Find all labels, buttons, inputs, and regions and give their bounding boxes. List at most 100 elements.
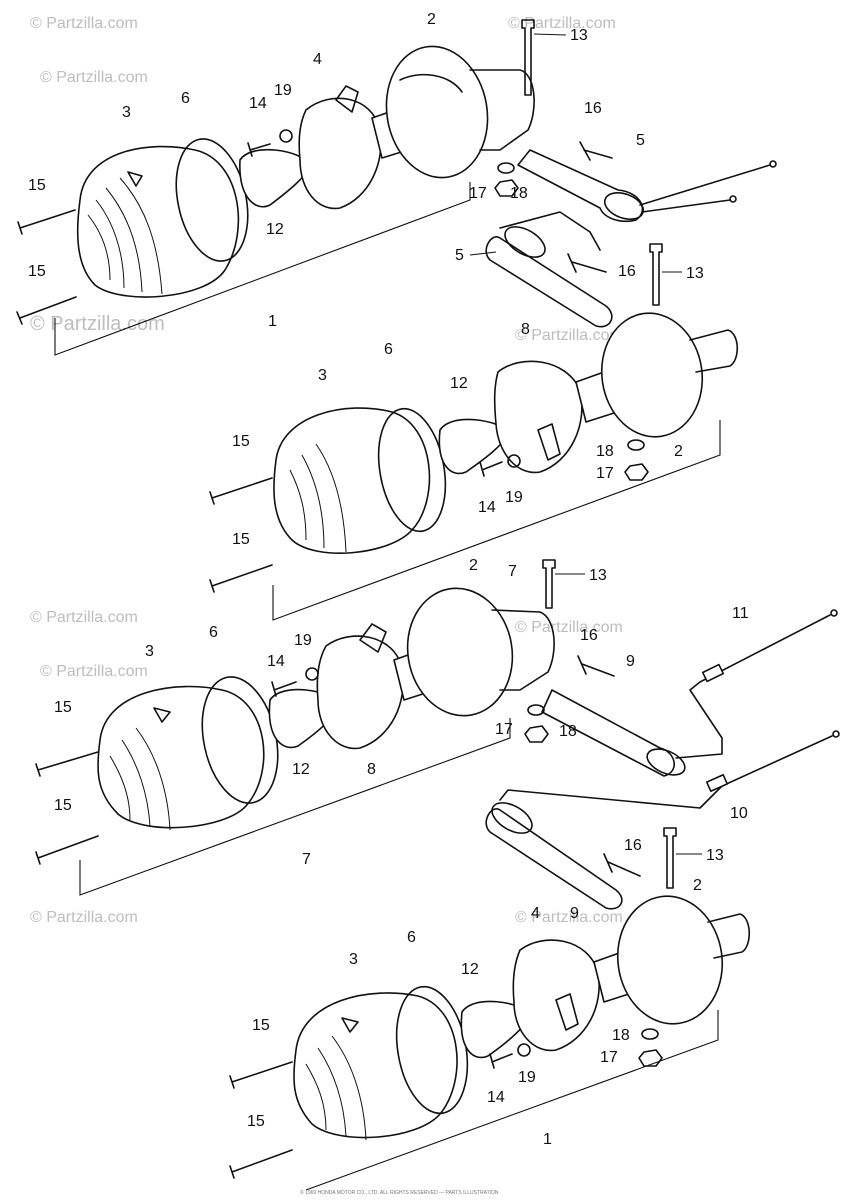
part-callout-2: 2 <box>469 557 478 574</box>
part-callout-5: 5 <box>455 247 464 264</box>
part-callout-17: 17 <box>469 185 487 202</box>
part-callout-14: 14 <box>478 499 496 516</box>
part-callout-19: 19 <box>518 1069 536 1086</box>
part-callout-17: 17 <box>600 1049 618 1066</box>
part-callout-13: 13 <box>589 567 607 584</box>
nut-part-17 <box>524 725 549 743</box>
watermark: © Partzilla.com <box>515 909 623 926</box>
lens-highlight <box>127 171 143 187</box>
housing-dark-interior <box>399 73 463 93</box>
winker-housing-part-2 <box>600 312 704 438</box>
pipe-end-ring <box>603 192 645 220</box>
plate-clip <box>537 423 561 461</box>
part-callout-7: 7 <box>508 563 517 580</box>
assembly-bracket-part-7 <box>79 718 511 896</box>
wire-part-11 <box>675 614 831 759</box>
screw-part-14 <box>271 681 297 697</box>
winker-lens-part-3 <box>273 407 431 554</box>
screw-part-14 <box>247 142 271 157</box>
screw-part-15 <box>209 477 273 505</box>
callouts-upper-right: 5 16 13 8 6 3 12 18 2 17 15 14 19 15 7 <box>232 247 704 580</box>
winker-lens-part-3 <box>97 685 265 829</box>
washer-part-18 <box>641 1028 659 1040</box>
washer-part-18 <box>627 439 645 451</box>
part-callout-19: 19 <box>294 632 312 649</box>
screw-part-15 <box>35 751 99 777</box>
nut-part-17 <box>638 1049 663 1067</box>
part-callout-3: 3 <box>122 104 131 121</box>
part-callout-17: 17 <box>495 721 513 738</box>
part-callout-2: 2 <box>693 877 702 894</box>
part-callout-14: 14 <box>249 95 267 112</box>
part-callout-1: 1 <box>268 313 277 330</box>
screw-part-16 <box>579 141 613 161</box>
watermark: © Partzilla.com <box>40 663 148 680</box>
washer-part-18 <box>497 162 515 174</box>
winker-wire <box>639 164 771 213</box>
winker-housing-part-2 <box>616 895 724 1025</box>
lens-ribs <box>109 727 171 831</box>
part-callout-8: 8 <box>521 321 530 338</box>
callouts-lower-left: 2 13 6 19 11 3 14 16 9 15 17 18 12 8 10 … <box>54 557 749 868</box>
part-callout-3: 3 <box>145 643 154 660</box>
winker-lens-part-3 <box>293 992 458 1139</box>
part-callout-15: 15 <box>247 1113 265 1130</box>
washer-part-18 <box>527 704 545 716</box>
part-callout-16: 16 <box>580 627 598 644</box>
washer-part-19 <box>305 667 319 681</box>
housing-bracket <box>491 609 555 691</box>
part-callout-13: 13 <box>706 847 724 864</box>
watermark: © Partzilla.com <box>515 619 623 636</box>
watermark: © Partzilla.com <box>30 15 138 32</box>
part-callout-3: 3 <box>349 951 358 968</box>
gasket-ring-part-6 <box>377 407 447 533</box>
part-callout-16: 16 <box>624 837 642 854</box>
watermark: © Partzilla.com <box>30 313 165 335</box>
plate-clip <box>335 85 359 113</box>
lens-highlight <box>153 707 171 723</box>
screw-part-15 <box>17 209 76 235</box>
screw-part-15 <box>35 835 99 865</box>
housing-neck <box>707 913 751 959</box>
part-callout-4: 4 <box>313 51 322 68</box>
mounting-plate-part-4 <box>298 97 382 210</box>
lens-ribs <box>305 1035 367 1141</box>
bolt-part-13 <box>649 243 663 306</box>
bulb-socket-part-12 <box>239 148 313 208</box>
part-callout-2: 2 <box>427 11 436 28</box>
part-callout-6: 6 <box>407 929 416 946</box>
part-callout-9: 9 <box>626 653 635 670</box>
assembly-bracket-part-1 <box>54 182 471 356</box>
plate-clip <box>359 623 387 653</box>
washer-part-19 <box>507 454 521 468</box>
assembly-bracket-part-7 <box>272 420 721 621</box>
part-callout-18: 18 <box>596 443 614 460</box>
screw-part-15 <box>229 1149 293 1179</box>
pipe-end-ring <box>491 802 533 834</box>
wire-terminal <box>729 195 737 203</box>
part-callout-12: 12 <box>292 761 310 778</box>
screw-part-15 <box>229 1061 293 1089</box>
part-callout-15: 15 <box>28 177 46 194</box>
part-callout-11: 11 <box>732 605 749 622</box>
callouts-upper-left: 13 2 4 14 19 3 6 16 5 15 12 17 18 15 1 <box>28 11 645 330</box>
assembly-lower-left-winker <box>35 559 840 896</box>
wire-part-10 <box>499 735 833 809</box>
washer-part-19 <box>279 129 293 143</box>
part-callout-6: 6 <box>181 90 190 107</box>
part-callout-4: 4 <box>531 905 540 922</box>
lens-ribs <box>289 443 347 553</box>
part-callout-7: 7 <box>302 851 311 868</box>
wire-connector <box>705 773 729 793</box>
assembly-upper-left-winker <box>16 19 777 356</box>
housing-neck <box>689 329 739 373</box>
part-callout-18: 18 <box>559 723 577 740</box>
part-callout-6: 6 <box>384 341 393 358</box>
part-callout-6: 6 <box>209 624 218 641</box>
assembly-lower-right-winker <box>229 802 751 1191</box>
winker-housing-part-2 <box>385 45 489 179</box>
wire-terminal <box>830 609 838 617</box>
footer-fine-print: © 1969 HONDA MOTOR CO., LTD. ALL RIGHTS … <box>300 1189 499 1196</box>
part-callout-12: 12 <box>461 961 479 978</box>
